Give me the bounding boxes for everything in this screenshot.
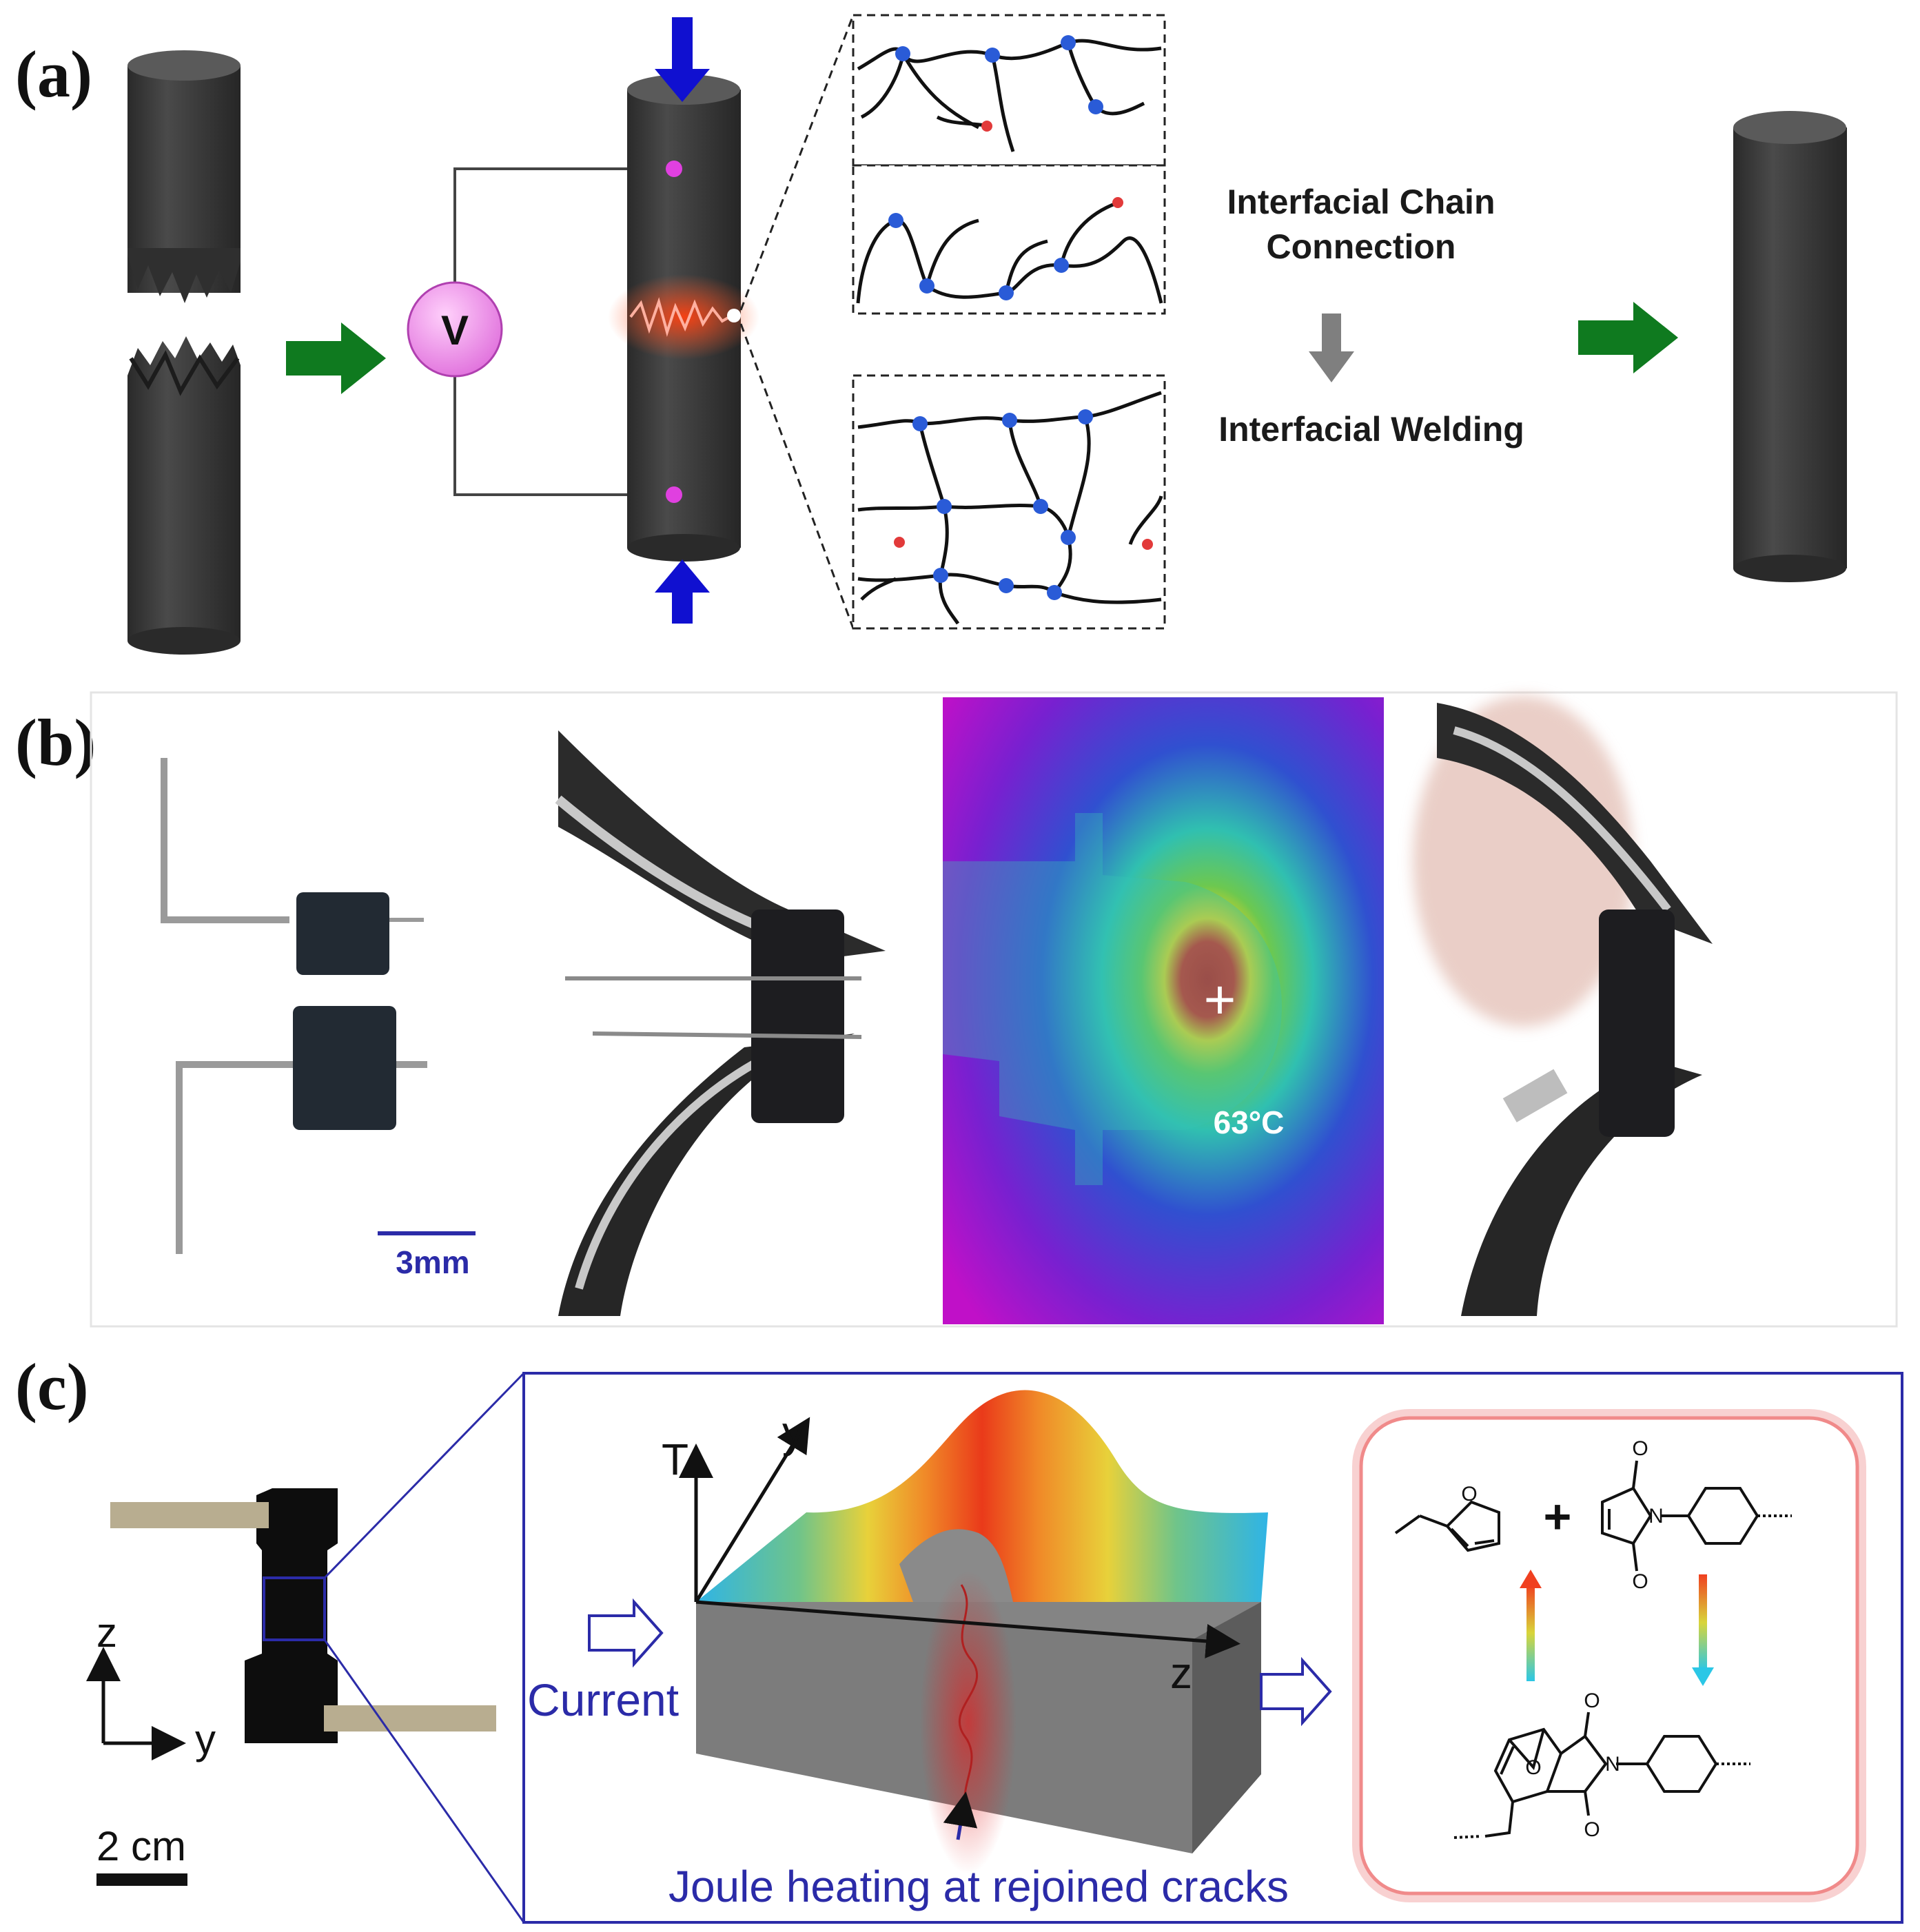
- green-arrow-1: [286, 322, 386, 394]
- panel-b-frame: [90, 691, 1898, 1328]
- blue-arrow-up: [655, 559, 710, 624]
- panel-c-frame: [522, 1372, 1903, 1924]
- process-step-1-line-1: Interfacial Chain: [1227, 183, 1495, 221]
- healed-cylinder: [1733, 111, 1847, 582]
- current-label: Current: [527, 1674, 679, 1725]
- temperature-reading: 63°C: [1214, 1104, 1285, 1140]
- forward-arrow-head: [1520, 1570, 1542, 1588]
- panel-c-label: (c): [15, 1350, 89, 1424]
- process-step-1-line-2: Connection: [1267, 227, 1456, 266]
- zoom-line-bottom: [323, 1639, 525, 1923]
- gray-arrow-down: [1309, 314, 1354, 382]
- dogbone-sample: [110, 1488, 496, 1743]
- reverse-arrow-shaft: [1699, 1574, 1707, 1671]
- adduct-nitrogen: N: [1605, 1753, 1620, 1776]
- plus-sign: +: [1544, 1490, 1572, 1543]
- forward-arrow-shaft: [1526, 1585, 1535, 1681]
- photo-healed-sample: [1413, 696, 1892, 1316]
- adduct-oxygen-top: O: [1584, 1689, 1600, 1712]
- plot-axis-y-label: y: [782, 1407, 804, 1457]
- heating-pointer: [943, 1791, 978, 1840]
- maleimide-oxygen-bottom: O: [1632, 1570, 1648, 1593]
- furan-oxygen: O: [1461, 1483, 1477, 1505]
- reverse-arrow-head: [1692, 1667, 1714, 1686]
- maleimide-oxygen-top: O: [1632, 1437, 1648, 1460]
- network-box-top: [852, 14, 1166, 167]
- chemistry-box: [1359, 1416, 1859, 1895]
- voltmeter-circuit: [407, 167, 672, 496]
- blue-arrow-down: [655, 17, 710, 102]
- scale-bar-3mm-label: 3mm: [396, 1244, 469, 1280]
- plot-axes: [679, 1417, 1240, 1658]
- panel-b-label: (b): [15, 706, 96, 779]
- crosshair-icon: +: [1204, 969, 1236, 1030]
- thermal-image: [943, 697, 1384, 1324]
- scale-bar-2cm-label: 2 cm: [96, 1823, 186, 1869]
- plot-axis-z-label: z: [1170, 1648, 1192, 1698]
- adduct-oxygen-bridge: O: [1525, 1756, 1541, 1779]
- heated-cylinder: [608, 74, 759, 562]
- zoom-line-top: [323, 1372, 525, 1579]
- photo-tweezers-clamped: [555, 703, 896, 1316]
- voltmeter-label: V: [441, 307, 469, 353]
- process-step-2: Interfacial Welding: [1218, 410, 1524, 449]
- current-arrow: [588, 1598, 664, 1668]
- maleimide-structure: [1601, 1460, 1792, 1572]
- zoom-lines: [739, 14, 855, 629]
- panel-a-label: (a): [15, 37, 92, 111]
- output-arrow: [1260, 1656, 1332, 1727]
- network-box-middle: [852, 164, 1166, 315]
- green-arrow-2: [1578, 302, 1678, 373]
- temperature-profile-3d: [696, 1390, 1268, 1874]
- adduct-oxygen-bottom: O: [1584, 1818, 1600, 1841]
- adduct-structure: [1453, 1712, 1750, 1839]
- broken-cylinder: [127, 50, 241, 655]
- photo-broken-sample: [161, 758, 427, 1254]
- axis-z-label: z: [96, 1610, 117, 1656]
- plot-axis-T-label: T: [662, 1435, 688, 1484]
- heating-caption: Joule heating at rejoined cracks: [668, 1862, 1289, 1911]
- furan-structure: [1394, 1500, 1500, 1552]
- network-box-bottom: [852, 374, 1166, 630]
- maleimide-nitrogen: N: [1648, 1505, 1664, 1528]
- sample-axes: [86, 1647, 186, 1760]
- axis-y-label: y: [195, 1716, 216, 1763]
